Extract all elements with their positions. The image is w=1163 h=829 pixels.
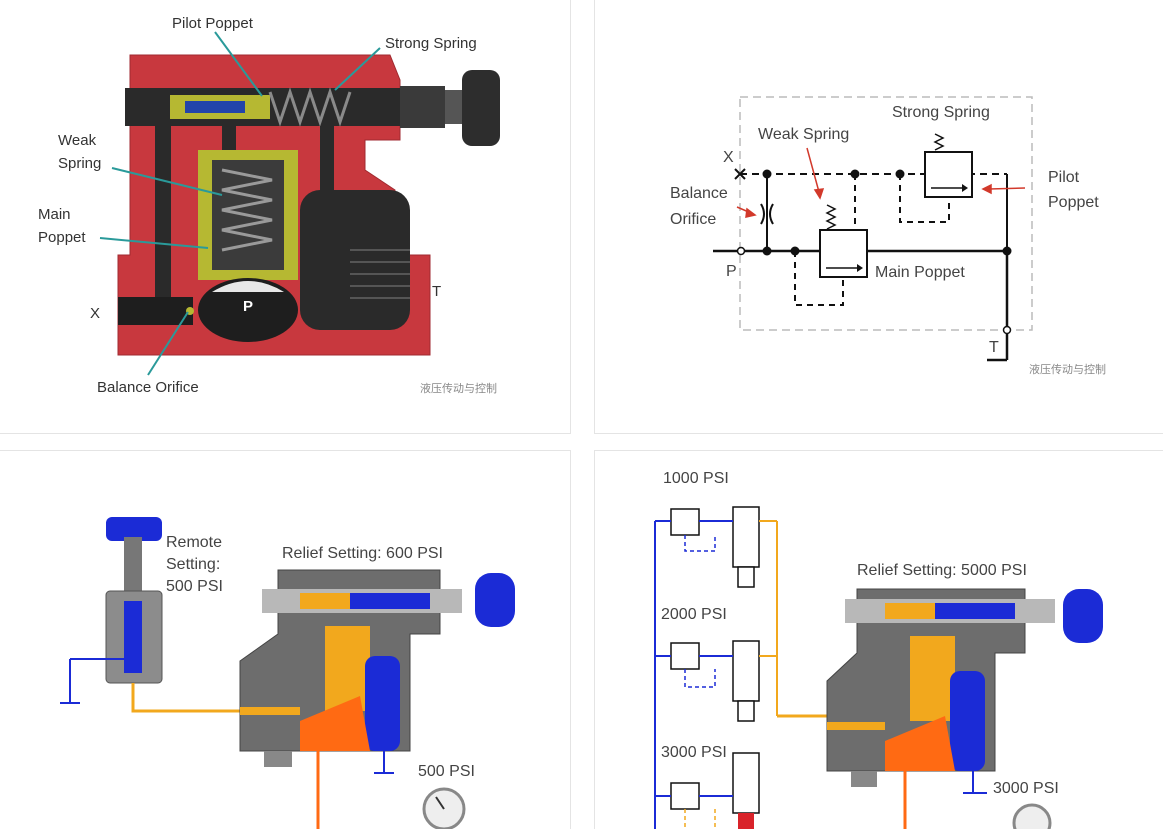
remote-setting-panel: Remote Setting: 500 PSI Relief Setting: … [0, 450, 571, 829]
label-weak-spring: Weak Spring [758, 126, 849, 143]
pilot-poppet-box [924, 151, 973, 198]
label-relief-setting: Relief Setting: 5000 PSI [857, 562, 1027, 579]
label-spring: Spring [58, 155, 101, 172]
label-pilot: Pilot [1048, 169, 1080, 186]
label-t: T [432, 283, 441, 300]
label-main-poppet: Main Poppet [875, 264, 965, 281]
label-setting: Setting: [166, 556, 220, 573]
gauge [1012, 803, 1052, 829]
label-remote-psi: 500 PSI [166, 578, 223, 595]
cutaway-panel: Pilot Poppet Strong Spring Weak Spring M… [0, 0, 571, 434]
inlet-chamber [300, 696, 370, 751]
label-pilot-poppet: Pilot Poppet [172, 15, 254, 32]
multi-pressure-diagram: 1000 PSI 2000 PSI 3000 PSI Relief Settin… [654, 470, 1103, 829]
label-poppet: Poppet [1048, 194, 1099, 211]
watermark: 液压传动与控制 [1029, 362, 1106, 376]
strong-spring-shape [268, 87, 352, 127]
label-gauge-psi: 500 PSI [418, 763, 475, 780]
label-p: P [243, 298, 253, 315]
label-2000-psi: 2000 PSI [661, 606, 727, 623]
strong-spring-symbol [933, 133, 945, 151]
label-orifice: Orifice [670, 211, 716, 228]
label-weak: Weak [58, 132, 97, 149]
weak-spring-symbol [825, 204, 837, 230]
label-strong-spring: Strong Spring [892, 104, 990, 121]
remote-knob [106, 517, 162, 541]
pilot-group-2000 [655, 640, 777, 722]
label-1000-psi: 1000 PSI [663, 470, 729, 487]
main-knob [475, 573, 515, 627]
label-balance-orifice: Balance Orifice [97, 379, 199, 396]
schematic-panel: Strong Spring Weak Spring X Balance Orif… [594, 0, 1163, 434]
label-balance: Balance [670, 185, 728, 202]
inlet-chamber [885, 716, 955, 771]
p-port [198, 278, 298, 342]
label-remote: Remote [166, 534, 222, 551]
label-x: X [90, 305, 100, 322]
leader-lines [99, 31, 381, 376]
label-p: P [726, 263, 737, 280]
label-poppet: Poppet [38, 229, 86, 246]
schematic-diagram: Strong Spring Weak Spring X Balance Orif… [670, 96, 1106, 376]
remote-setting-diagram: Remote Setting: 500 PSI Relief Setting: … [60, 517, 515, 829]
orifice-symbol [760, 203, 774, 225]
label-t: T [989, 339, 999, 356]
knob [462, 70, 500, 146]
label-main: Main [38, 206, 71, 223]
cutaway-illustration: Pilot Poppet Strong Spring Weak Spring M… [38, 15, 500, 396]
pilot-group-1000 [655, 506, 777, 588]
pilot-group-3000 [655, 752, 760, 829]
valve-envelope [739, 96, 1033, 331]
label-x: X [723, 149, 734, 166]
label-3000-psi: 3000 PSI [661, 744, 727, 761]
label-relief-setting: Relief Setting: 600 PSI [282, 545, 443, 562]
watermark: 液压传动与控制 [420, 381, 497, 395]
label-strong-spring: Strong Spring [385, 35, 477, 52]
main-knob [1063, 589, 1103, 643]
multi-pressure-panel: 1000 PSI 2000 PSI 3000 PSI Relief Settin… [594, 450, 1163, 829]
label-gauge-psi: 3000 PSI [993, 780, 1059, 797]
weak-spring-shape [221, 168, 273, 252]
x-port [118, 297, 193, 325]
t-port [300, 190, 410, 330]
